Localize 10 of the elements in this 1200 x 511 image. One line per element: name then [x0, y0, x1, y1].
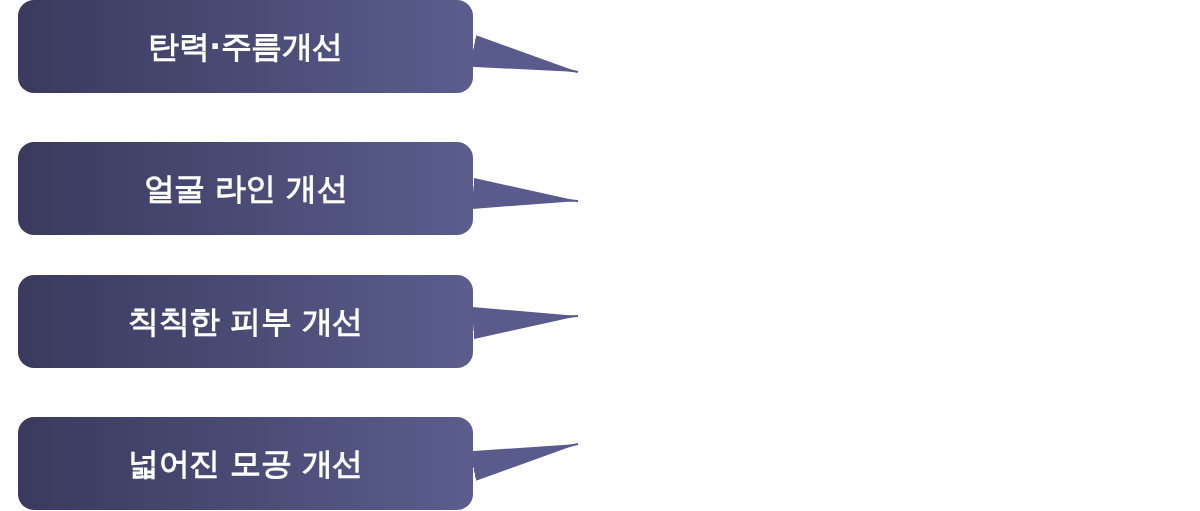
callout-box: [18, 275, 473, 368]
callout-text: 얼굴 라인 개선: [143, 168, 348, 208]
callout-box: [18, 0, 473, 93]
callout-text: 칙칙한 피부 개선: [128, 301, 363, 341]
callout-box: [18, 417, 473, 510]
callout-pointer: [471, 307, 579, 339]
callout-text: 넓어진 모공 개선: [128, 443, 363, 483]
callout-pointer: [471, 178, 579, 209]
callout-text: 탄력·주름개선: [148, 26, 343, 66]
callout-box: [18, 142, 473, 235]
